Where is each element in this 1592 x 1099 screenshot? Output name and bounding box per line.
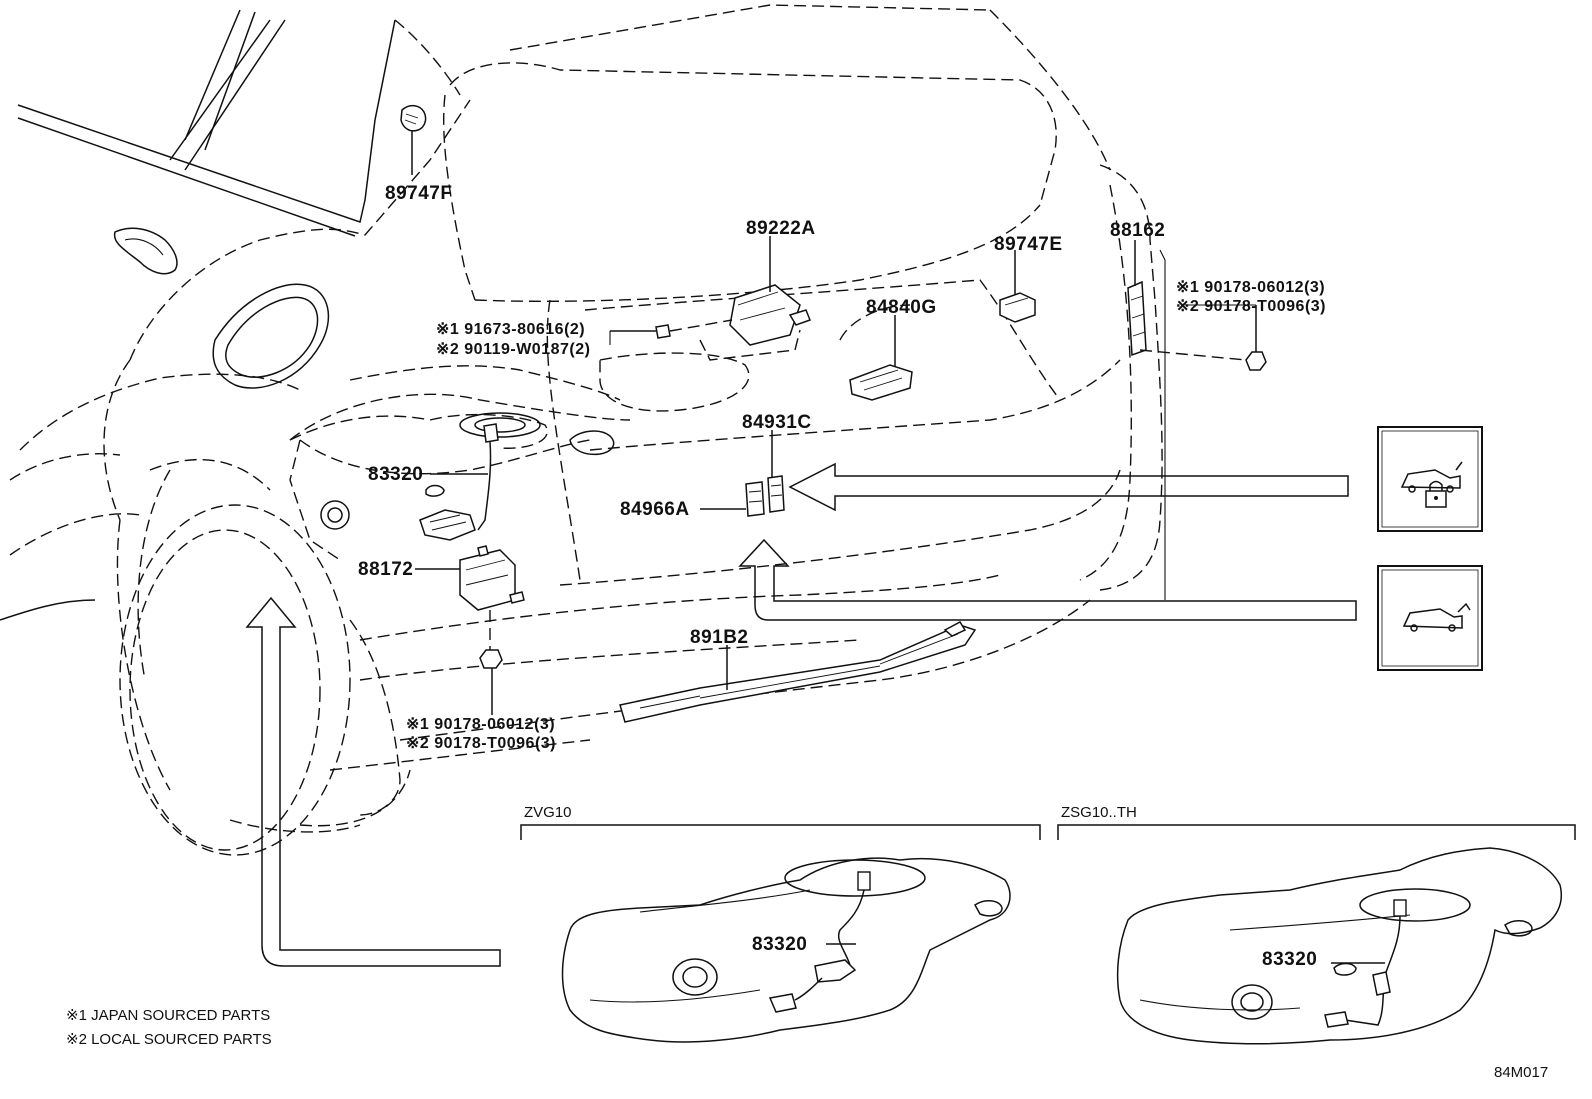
part-83320-sender bbox=[419, 423, 499, 541]
part-nut-90178-right bbox=[1139, 304, 1267, 371]
fastener-mark: ※1 bbox=[406, 716, 429, 733]
car-lock-icon bbox=[1377, 426, 1483, 532]
callout-84931C: 84931C bbox=[742, 412, 812, 433]
variant-zsg10-bracket bbox=[1057, 824, 1576, 840]
callout-89747E: 89747E bbox=[994, 234, 1063, 255]
callout-88172: 88172 bbox=[358, 559, 413, 580]
svg-text:※1 90178-06012(3): ※1 90178-06012(3) bbox=[1176, 279, 1325, 296]
fastener-mark: ※2 bbox=[1176, 298, 1199, 315]
arrow-to-tailgate-switch bbox=[738, 538, 1357, 621]
callout-labels: 89747F 89222A 89747E 88162 84840G 84931C… bbox=[358, 183, 1317, 970]
part-88172-module bbox=[415, 545, 525, 650]
callout-83320-zvg10: 83320 bbox=[752, 934, 807, 955]
fuel-tank-zsg10 bbox=[1116, 847, 1562, 1045]
callout-89222A: 89222A bbox=[746, 218, 816, 239]
fastener-part-number: 90178-06012(3) bbox=[434, 716, 555, 733]
part-84931C-switch bbox=[767, 430, 785, 513]
part-891B2-antenna bbox=[619, 621, 977, 723]
part-84966A-switch bbox=[700, 481, 765, 517]
fastener-part-number: 90178-06012(3) bbox=[1204, 279, 1325, 296]
callout-89747F: 89747F bbox=[385, 183, 452, 204]
callout-891B2: 891B2 bbox=[690, 627, 749, 648]
svg-text:※2 90119-W0187(2): ※2 90119-W0187(2) bbox=[436, 341, 590, 358]
fastener-part-number: 90119-W0187(2) bbox=[464, 341, 590, 358]
note-japan-sourced: ※1 JAPAN SOURCED PARTS bbox=[66, 1007, 270, 1024]
svg-text:※1 91673-80616(2): ※1 91673-80616(2) bbox=[436, 321, 585, 338]
fastener-mark: ※1 bbox=[1176, 279, 1199, 296]
arrow-to-lock-switch bbox=[788, 462, 1349, 512]
arrow-to-fuel-area bbox=[245, 596, 501, 967]
callout-84840G: 84840G bbox=[866, 297, 937, 318]
fastener-mark: ※2 bbox=[406, 735, 429, 752]
part-89747F-sensor bbox=[400, 104, 427, 175]
vehicle-body bbox=[0, 4, 1163, 856]
fastener-label-nut-right: ※1 90178-06012(3) ※2 90178-T0096(3) bbox=[1176, 279, 1326, 315]
part-88162-bracket bbox=[1127, 240, 1166, 600]
part-89222A-module bbox=[699, 236, 811, 361]
part-89747E-sensor bbox=[999, 250, 1036, 323]
note-local-sourced: ※2 LOCAL SOURCED PARTS bbox=[66, 1031, 272, 1048]
svg-text:※2 90178-T0096(3): ※2 90178-T0096(3) bbox=[406, 735, 556, 752]
part-screw-91673 bbox=[609, 319, 733, 345]
callout-88162: 88162 bbox=[1110, 220, 1165, 241]
callout-84966A: 84966A bbox=[620, 499, 690, 520]
fastener-part-number: 90178-T0096(3) bbox=[1204, 298, 1326, 315]
svg-text:※1 90178-06012(3): ※1 90178-06012(3) bbox=[406, 716, 555, 733]
fastener-label-screw-left: ※1 91673-80616(2) ※2 90119-W0187(2) bbox=[436, 321, 590, 358]
car-rear-icon bbox=[1377, 565, 1483, 671]
fastener-part-number: 91673-80616(2) bbox=[464, 321, 585, 338]
callout-83320-zsg10: 83320 bbox=[1262, 949, 1317, 970]
variant-zvg10-bracket bbox=[520, 824, 1041, 840]
callout-83320: 83320 bbox=[368, 464, 423, 485]
diagram-code: 84M017 bbox=[1494, 1064, 1548, 1081]
fastener-mark: ※2 bbox=[436, 341, 459, 358]
variant-label-zsg10: ZSG10..TH bbox=[1061, 804, 1137, 821]
part-84840G-switch bbox=[849, 315, 913, 401]
variant-label-zvg10: ZVG10 bbox=[524, 804, 572, 821]
fastener-label-nut-bottom: ※1 90178-06012(3) ※2 90178-T0096(3) bbox=[406, 716, 556, 752]
part-nut-90178-bottom bbox=[479, 649, 503, 715]
fastener-mark: ※1 bbox=[436, 321, 459, 338]
svg-text:※2 90178-T0096(3): ※2 90178-T0096(3) bbox=[1176, 298, 1326, 315]
fastener-part-number: 90178-T0096(3) bbox=[434, 735, 556, 752]
fuel-tank-zvg10 bbox=[561, 857, 1011, 1043]
